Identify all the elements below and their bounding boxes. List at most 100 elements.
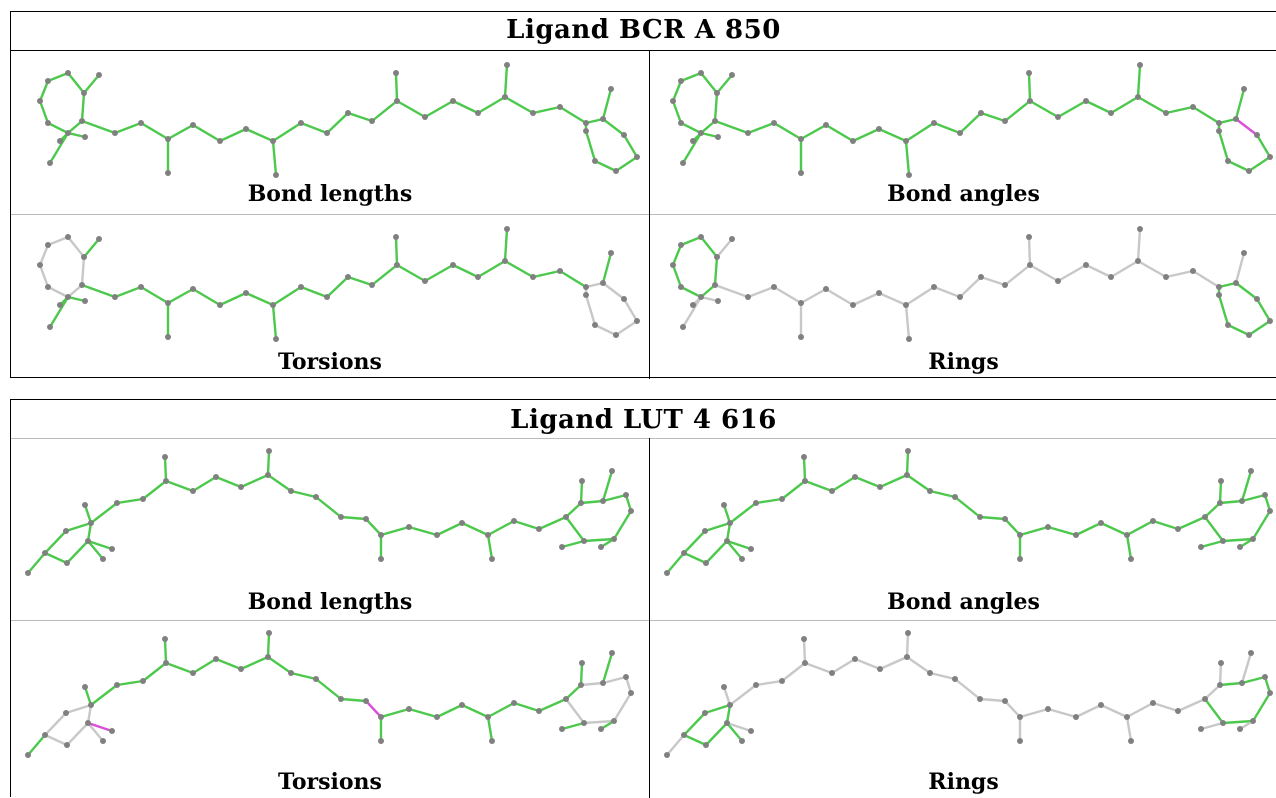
bond — [725, 521, 732, 543]
atom — [81, 90, 87, 96]
molecule-view — [37, 226, 640, 342]
bond — [1003, 99, 1032, 123]
bond — [830, 475, 857, 493]
bond — [699, 235, 719, 259]
atom — [739, 556, 745, 562]
bond — [1203, 683, 1222, 701]
bond — [979, 275, 1007, 287]
atom — [727, 702, 733, 708]
atom — [504, 226, 510, 232]
ligand-title: Ligand BCR A 850 — [506, 15, 781, 45]
bond — [671, 79, 683, 103]
atom — [609, 650, 615, 656]
bond — [486, 715, 494, 743]
atom — [475, 110, 481, 116]
divider — [11, 438, 1276, 439]
bond — [46, 71, 70, 83]
bond — [191, 475, 218, 493]
atom — [957, 130, 963, 136]
atom — [243, 126, 249, 132]
bond — [1046, 525, 1078, 537]
atom — [324, 294, 330, 300]
panel-caption: Rings — [928, 349, 999, 375]
atom — [434, 532, 440, 538]
bond — [878, 655, 909, 671]
atom — [393, 234, 399, 240]
bond — [1247, 155, 1272, 173]
atom — [1225, 322, 1231, 328]
atom — [680, 160, 686, 166]
atom — [450, 262, 456, 268]
atom — [670, 262, 676, 268]
bond — [558, 105, 588, 125]
bond — [612, 509, 633, 541]
bond — [1028, 99, 1060, 119]
bond — [407, 707, 439, 719]
bond — [38, 99, 50, 125]
bond — [1084, 263, 1113, 279]
bond — [564, 697, 586, 725]
atom — [190, 670, 196, 676]
atom — [906, 336, 912, 342]
bond — [905, 449, 910, 477]
bond — [115, 679, 145, 687]
atom — [670, 98, 676, 104]
atom — [852, 474, 858, 480]
atom — [65, 294, 71, 300]
atom — [698, 70, 704, 76]
bond — [932, 285, 962, 299]
atom — [1073, 532, 1079, 538]
atom — [163, 660, 169, 666]
atom — [779, 496, 785, 502]
bond — [266, 655, 293, 675]
bond — [601, 493, 628, 503]
atom — [1163, 274, 1169, 280]
bond — [476, 259, 507, 279]
bond — [601, 251, 613, 285]
atom — [1027, 98, 1033, 104]
atom — [485, 532, 491, 538]
bond — [512, 519, 541, 531]
bond — [1109, 95, 1140, 115]
bond — [80, 119, 117, 135]
bond — [715, 73, 734, 95]
bond — [346, 111, 374, 123]
bond — [1125, 715, 1133, 743]
bond — [1217, 129, 1230, 163]
bond — [503, 95, 535, 115]
bond — [370, 263, 399, 287]
atom — [1198, 726, 1204, 732]
atom — [739, 738, 745, 744]
bond — [244, 127, 275, 143]
atom — [109, 546, 115, 552]
atom — [79, 118, 85, 124]
bond — [86, 539, 105, 561]
atom — [288, 488, 294, 494]
atom — [450, 98, 456, 104]
atom — [698, 234, 704, 240]
divider — [11, 620, 1276, 621]
bond — [905, 655, 932, 675]
bond — [113, 285, 143, 299]
atom — [81, 254, 87, 260]
bond — [299, 285, 329, 299]
bond — [1027, 71, 1032, 103]
atom — [563, 696, 569, 702]
atom — [690, 138, 696, 144]
atom — [1190, 268, 1196, 274]
bond — [503, 259, 535, 279]
atom — [771, 284, 777, 290]
atom — [1083, 262, 1089, 268]
bond — [339, 697, 368, 703]
atom — [952, 676, 958, 682]
atom — [583, 292, 589, 298]
bond — [395, 263, 427, 283]
atom — [213, 656, 219, 662]
bond — [953, 495, 982, 519]
atom — [634, 154, 640, 160]
bond — [1191, 105, 1221, 125]
bond — [1136, 259, 1168, 279]
atom — [1250, 718, 1256, 724]
bond — [853, 475, 882, 489]
atom — [563, 514, 569, 520]
